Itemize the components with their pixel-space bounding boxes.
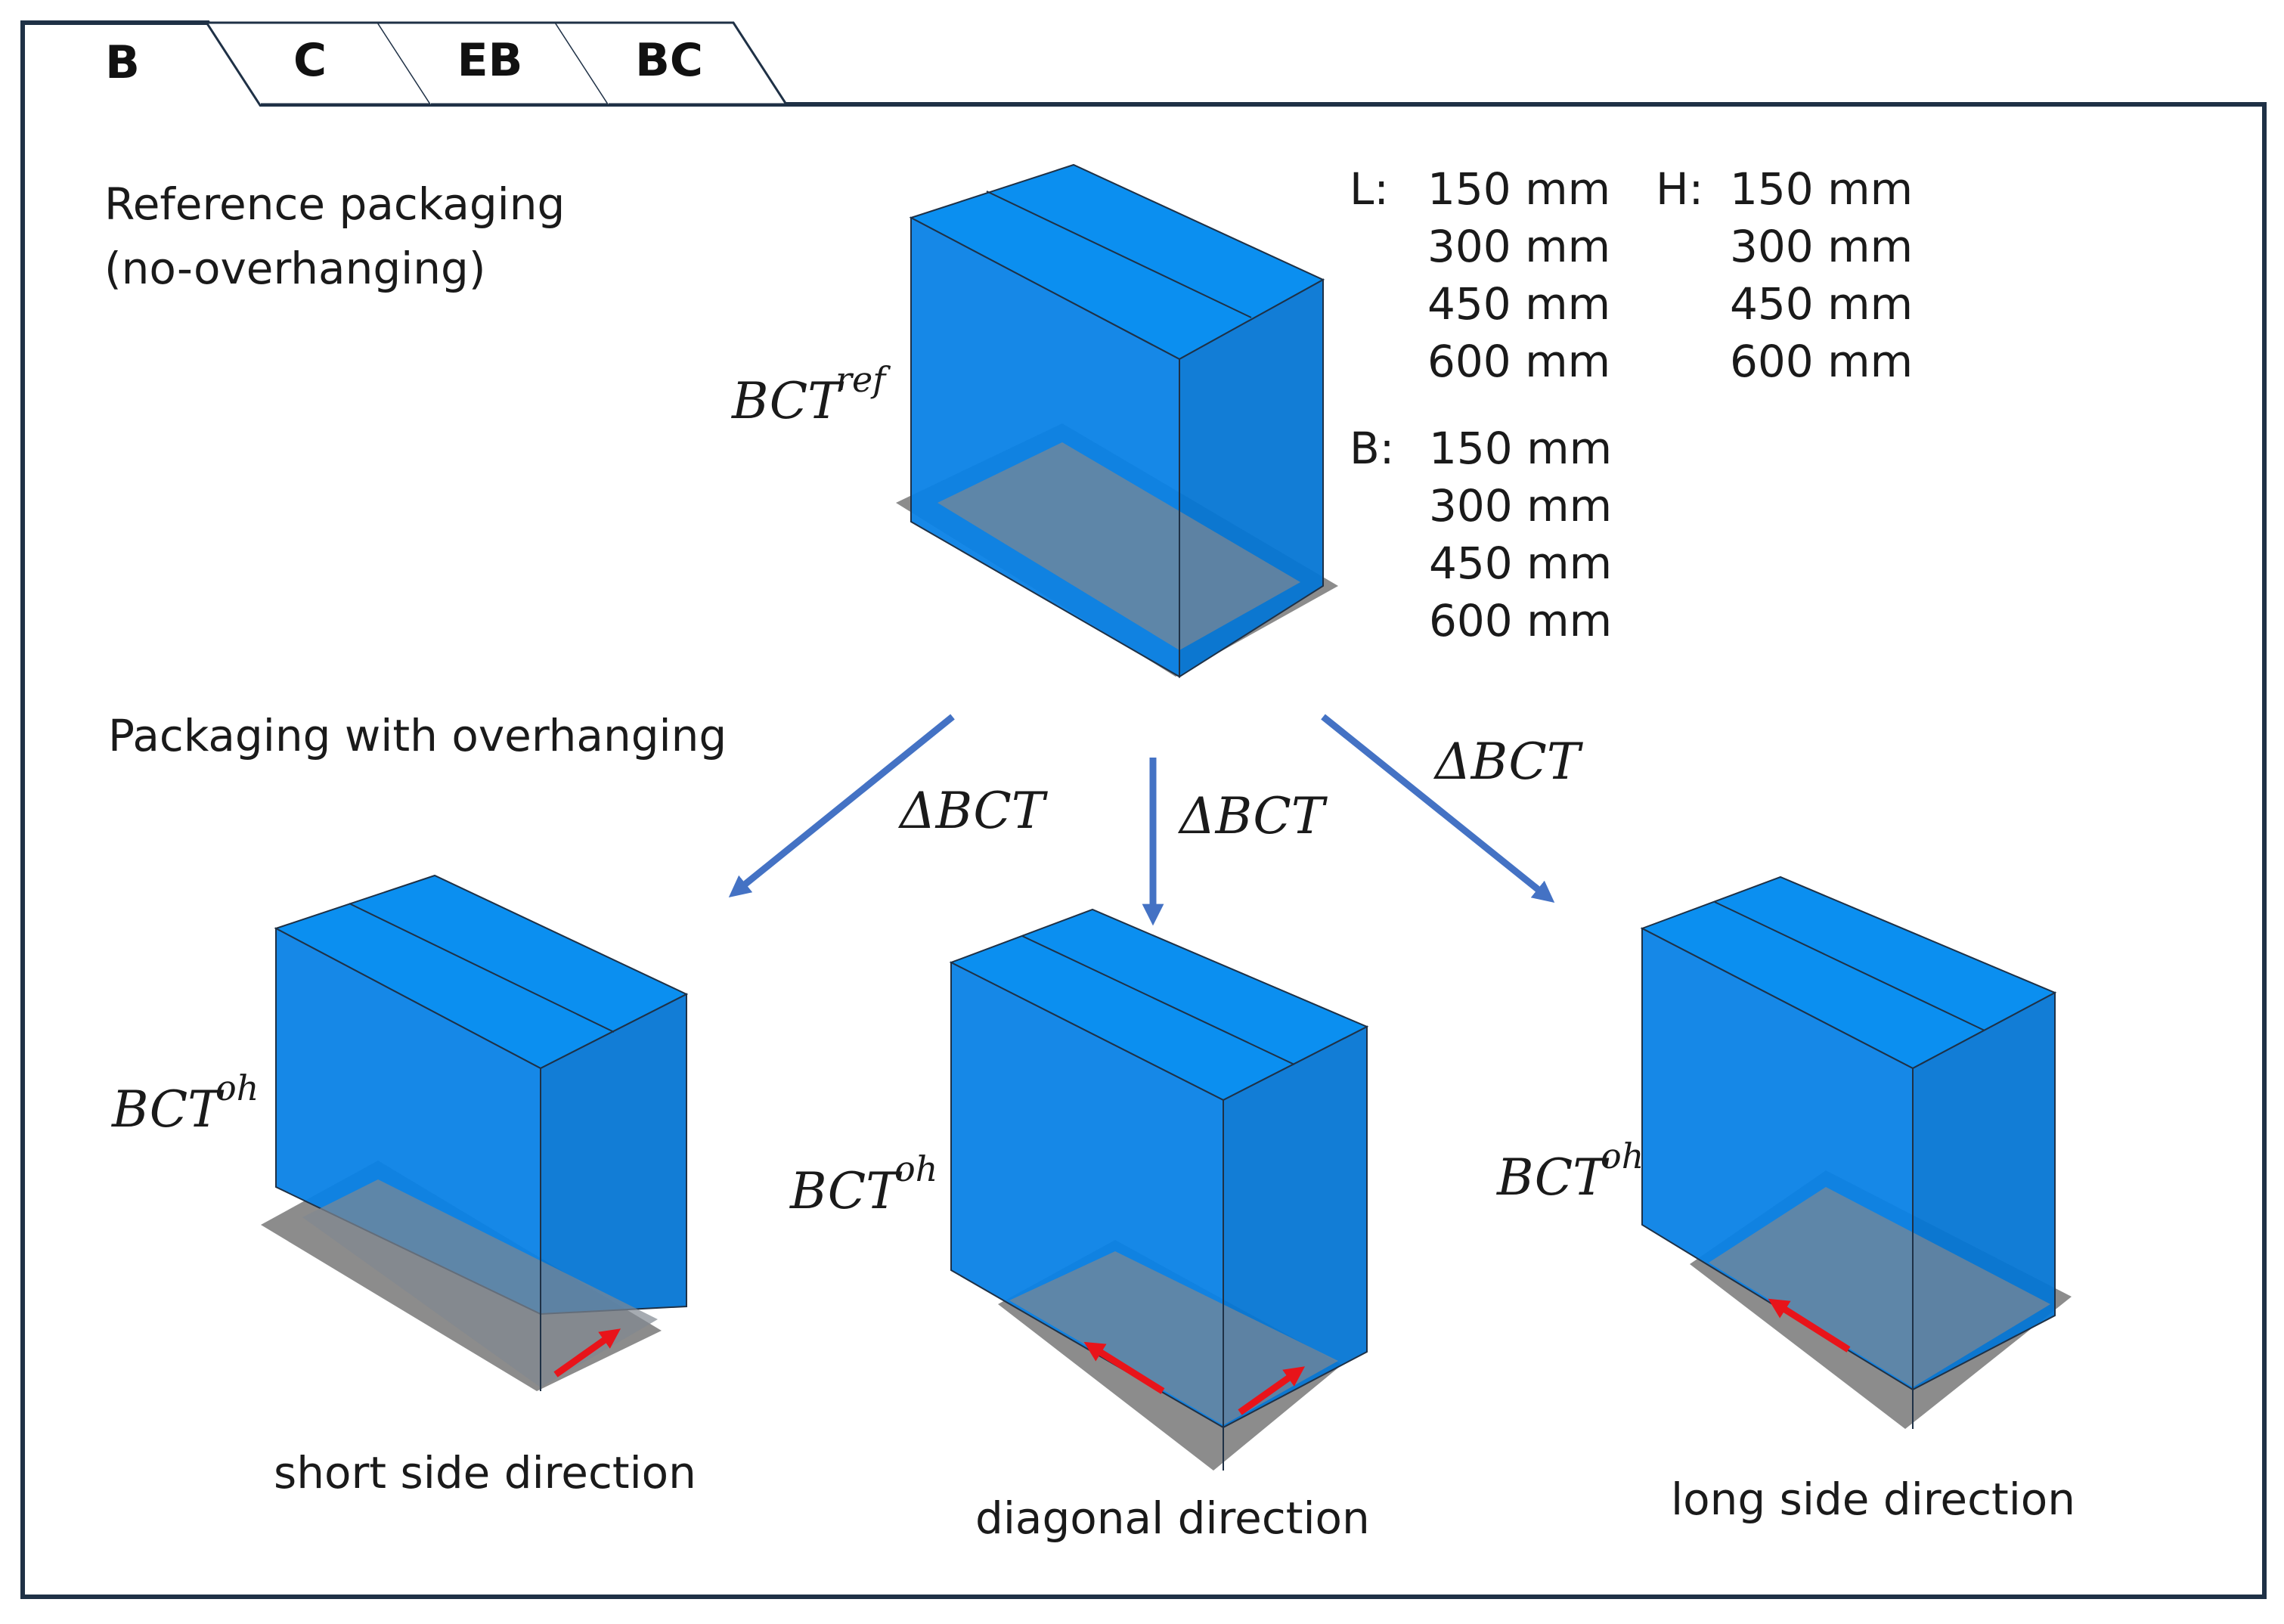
bct-oh-sup-1: oh xyxy=(215,1068,259,1108)
tab-eb[interactable]: EB xyxy=(378,21,611,106)
red-arrow xyxy=(1238,1366,1306,1415)
reference-box xyxy=(896,163,1338,678)
red-arrow xyxy=(1083,1341,1165,1394)
variant-box-diagonal xyxy=(949,908,1369,1471)
caption-long: long side direction xyxy=(1671,1474,2075,1525)
pallet-overlap xyxy=(937,442,1300,650)
pallet-overlap xyxy=(1709,1187,2050,1387)
dim-h-4: 600 mm xyxy=(1730,336,1913,387)
tab-b[interactable]: B xyxy=(105,36,140,89)
tab-c-label: C xyxy=(293,34,327,87)
bct-oh-base-2: BCT xyxy=(789,1162,903,1220)
dim-b-4: 600 mm xyxy=(1429,595,1612,646)
pallet-overlap xyxy=(302,1179,658,1387)
bct-oh-sup-3: oh xyxy=(1601,1136,1644,1176)
delta-label-left: ΔBCT xyxy=(897,782,1049,840)
dim-h-1: 150 mm xyxy=(1730,163,1913,215)
dim-h-label: H: xyxy=(1656,163,1703,215)
arrow-left xyxy=(728,714,955,898)
pallet-overlap xyxy=(1009,1251,1338,1425)
dim-b-1: 150 mm xyxy=(1429,423,1612,474)
overhang-heading: Packaging with overhanging xyxy=(108,710,727,761)
arrow-right xyxy=(1321,714,1555,903)
bct-oh-base-1: BCT xyxy=(111,1080,225,1139)
bct-ref-sup: ref xyxy=(835,359,891,400)
dim-l-2: 300 mm xyxy=(1427,221,1610,272)
delta-label-middle: ΔBCT xyxy=(1177,787,1328,845)
dim-h-3: 450 mm xyxy=(1730,278,1913,330)
caption-diagonal: diagonal direction xyxy=(975,1492,1370,1544)
tab-b-label: B xyxy=(105,36,140,89)
dim-b-2: 300 mm xyxy=(1429,480,1612,532)
variant-box-long xyxy=(1640,876,2072,1429)
caption-short: short side direction xyxy=(274,1447,696,1498)
delta-label-right: ΔBCT xyxy=(1433,733,1584,791)
dim-h-2: 300 mm xyxy=(1730,221,1913,272)
dim-b-label: B: xyxy=(1350,423,1394,474)
red-arrow xyxy=(1768,1298,1851,1353)
dim-l-label: L: xyxy=(1350,163,1389,215)
dim-l-3: 450 mm xyxy=(1427,278,1610,330)
dim-l-4: 600 mm xyxy=(1427,336,1610,387)
bct-oh-base-3: BCT xyxy=(1496,1148,1610,1207)
dim-b-3: 450 mm xyxy=(1429,538,1612,589)
reference-title: Reference packaging xyxy=(104,178,565,230)
tab-eb-label: EB xyxy=(457,34,523,87)
tab-bc-label: BC xyxy=(635,34,703,87)
reference-subtitle: (no-overhanging) xyxy=(104,243,485,294)
red-arrow xyxy=(553,1328,621,1378)
bct-ref-base: BCT xyxy=(731,372,844,430)
bct-oh-sup-2: oh xyxy=(894,1148,937,1189)
variant-box-short xyxy=(261,874,689,1391)
tab-bc[interactable]: BC xyxy=(556,21,789,106)
dim-l-1: 150 mm xyxy=(1427,163,1610,215)
